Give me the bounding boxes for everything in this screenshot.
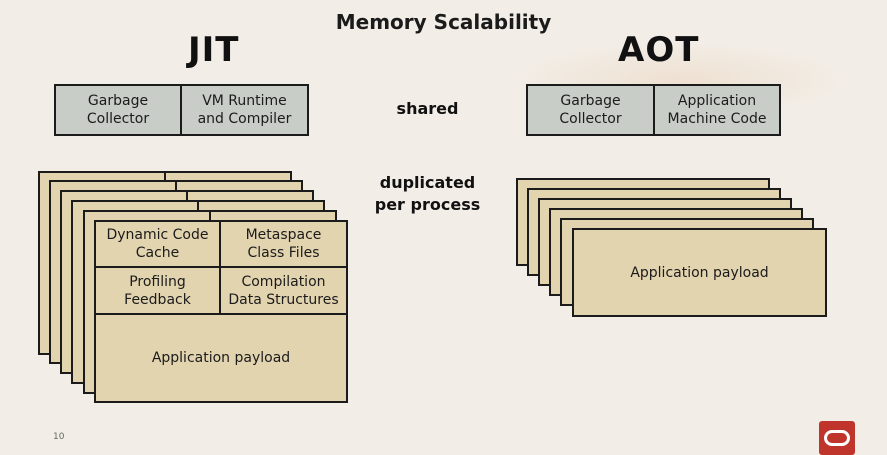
duplicated-label: duplicated per process (374, 173, 481, 214)
dynamic-code-cache-cell: Dynamic Code Cache (94, 220, 221, 268)
metaspace-cell: Metaspace Class Files (219, 220, 348, 268)
page-number: 10 (53, 432, 65, 442)
jit-heading: JIT (188, 30, 240, 70)
compilation-data-cell: Compilation Data Structures (219, 266, 348, 315)
profiling-feedback-cell: Profiling Feedback (94, 266, 221, 315)
aot-application-payload: Application payload (572, 228, 827, 317)
oracle-logo-icon (819, 421, 855, 455)
slide-title: Memory Scalability (335, 10, 552, 34)
aot-heading: AOT (618, 30, 700, 70)
jit-front-process: Dynamic Code Cache Metaspace Class Files… (94, 220, 348, 403)
jit-vm-runtime-box: VM Runtime and Compiler (180, 84, 309, 136)
aot-garbage-collector-box: Garbage Collector (526, 84, 655, 136)
shared-label: shared (396, 99, 459, 118)
jit-application-payload: Application payload (94, 313, 348, 403)
aot-machine-code-box: Application Machine Code (653, 84, 781, 136)
jit-garbage-collector-box: Garbage Collector (54, 84, 182, 136)
